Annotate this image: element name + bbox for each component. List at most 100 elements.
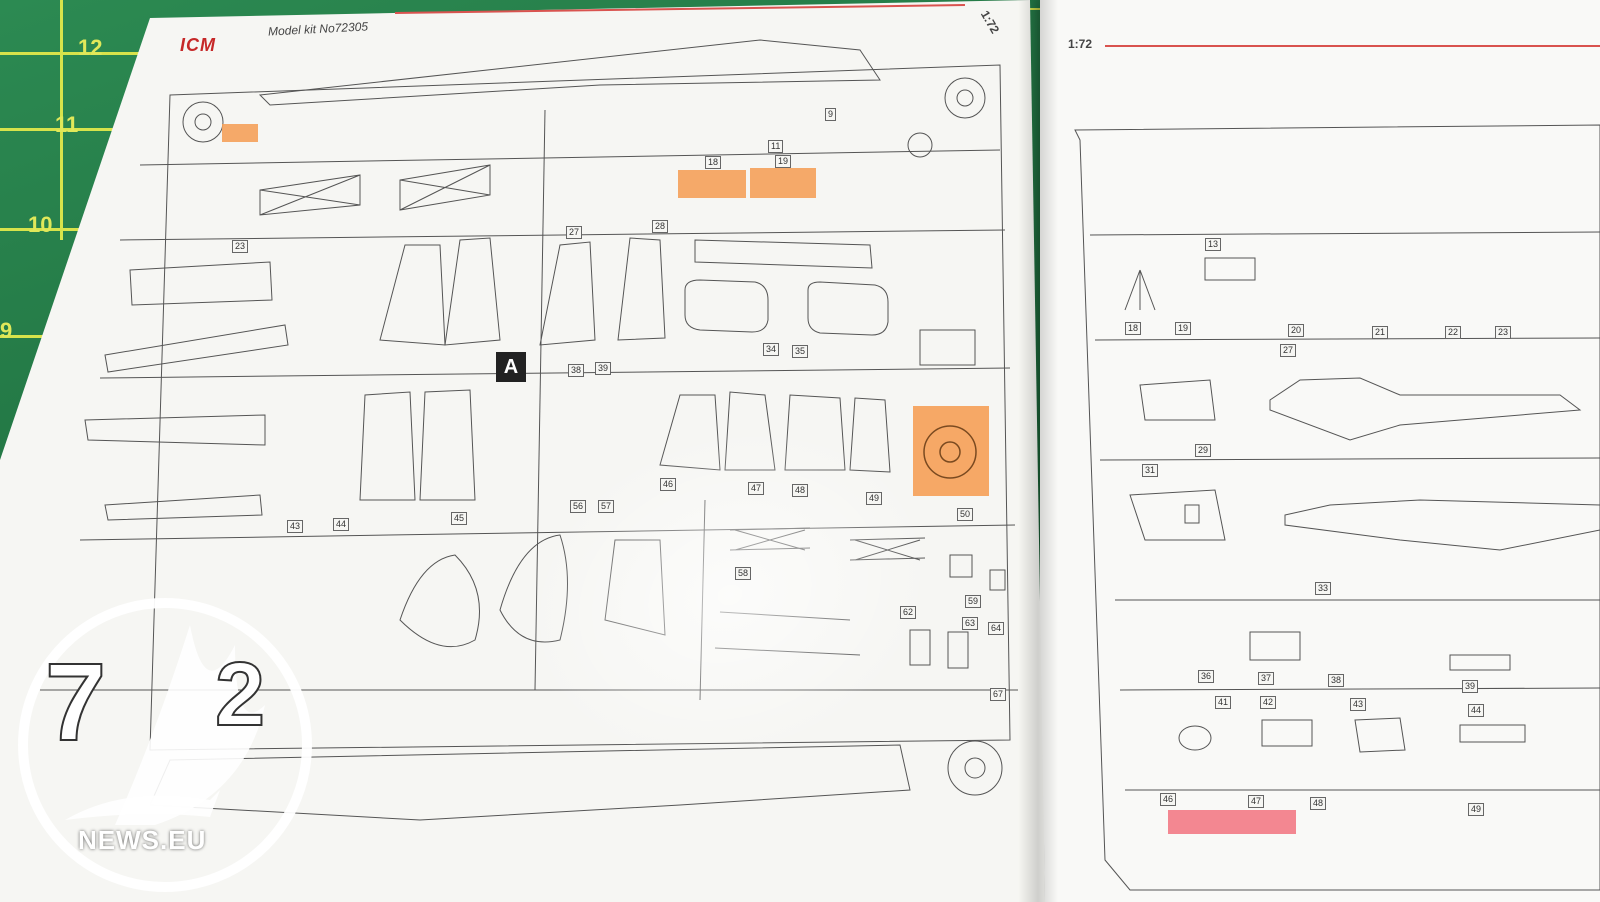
panel-part [989,569,1006,591]
part-number: 57 [598,500,615,513]
panel-part [1261,719,1313,747]
part-number: 48 [792,484,809,497]
part-number: 42 [1260,696,1277,709]
part-number: 18 [705,156,722,169]
part-number: 21 [1372,326,1389,339]
part-number: 47 [748,482,765,495]
panel-part [1139,379,1216,421]
mat-number: 9 [0,318,13,343]
sprue-runner [1089,231,1600,236]
eagle-head-icon [65,790,220,820]
fin-part [539,241,596,346]
panel-part [919,329,976,366]
sprue-runner [99,367,1011,379]
part-number: 67 [990,688,1007,701]
part-number: 59 [965,595,982,608]
part-number: 43 [1350,698,1367,711]
part-number: 41 [1215,696,1232,709]
part-number: 37 [1258,672,1275,685]
wheel-part [194,113,212,131]
brand-logo: ICM [180,35,216,55]
mat-number: 10 [28,212,53,237]
part-number: 46 [1160,793,1177,806]
bulkhead-part [399,554,480,648]
highlighted-parts-right [1168,810,1296,834]
part-number: 35 [792,345,809,358]
part-number: 46 [660,478,677,491]
part-number: 49 [866,492,883,505]
wheel-part [964,757,986,779]
sprue-runner [1119,687,1600,691]
tripod-part [1124,269,1156,311]
wheel-part [947,740,1003,796]
wheel-part [182,101,224,143]
part-number: 29 [1195,444,1212,457]
part-outline [1459,724,1526,743]
part-number: 39 [1462,680,1479,693]
highlight-box [222,124,258,142]
fin-part [359,391,416,501]
part-number: 34 [763,343,780,356]
part-number: 27 [566,226,583,239]
part-number: 44 [333,518,350,531]
part-number: 36 [1198,670,1215,683]
fin-part [444,237,501,346]
frame-part [259,174,361,216]
mat-gridline [0,228,100,231]
wheel-part [956,89,974,107]
panel-part [1249,631,1301,661]
highlighted-parts-left [222,124,989,496]
part-number: 47 [1248,795,1265,808]
eagle-wing-icon [115,625,265,825]
mat-number: 11 [55,112,79,137]
part-number: 45 [451,512,468,525]
part-number: 44 [1468,704,1485,717]
tank-part [684,279,769,333]
panel-part [1204,257,1256,281]
highlight-box [678,170,746,198]
part-number: 23 [232,240,249,253]
fin-part [379,244,446,346]
fin-part [419,389,476,501]
scale-label-right: 1:72 [1068,37,1093,51]
part-number: 18 [1125,322,1142,335]
watermark-logo: 7 2 [18,598,312,892]
mat-gridline [60,0,63,240]
part-number: 22 [1445,326,1462,339]
panel-part [694,239,873,269]
wheel-part [907,132,933,158]
mat-gridline [0,52,140,55]
sprue-runner [1099,457,1600,461]
logo-number-left: 7 [45,641,106,764]
part-number: 38 [1328,674,1345,687]
page-gutter [1018,0,1058,902]
tank-part [807,281,889,336]
part-number: 49 [1468,803,1485,816]
mat-number: 12 [78,35,103,60]
part-number: 48 [1310,797,1327,810]
logo-ring [18,598,312,892]
part-number: 43 [287,520,304,533]
panel-part [1184,504,1200,524]
part-number: 62 [900,606,917,619]
sprue-frame-outline [1074,124,1600,891]
highlight-box [750,168,816,198]
part-number: 11 [768,140,784,153]
instruction-page-right [1040,0,1600,902]
part-number: 9 [825,108,837,121]
part-number: 23 [1495,326,1512,339]
mat-gridline [0,335,60,338]
part-number: 63 [962,617,979,630]
panel-part [129,261,273,306]
part-number: 28 [652,220,669,233]
part-number: 56 [570,500,587,513]
highlighted-wheel [939,441,961,463]
logo-number-right: 2 [215,645,265,745]
part-number: 20 [1288,324,1305,337]
part-number: 50 [957,508,974,521]
highlighted-wheel [923,425,977,479]
fuselage-half-part [1269,377,1582,441]
part-outline [1178,725,1212,751]
fuselage-half-part [1284,499,1600,551]
